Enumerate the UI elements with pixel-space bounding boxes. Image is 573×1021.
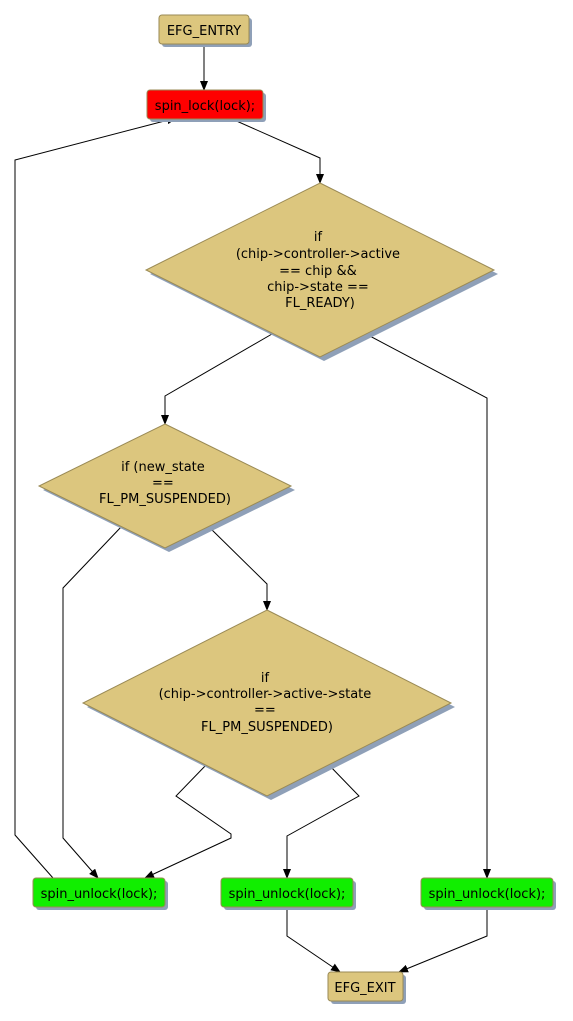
node-cond-active-state[interactable]: if (chip->controller->active->state == F… [81, 609, 455, 800]
node-cond-new-state-label: if (new_state == FL_PM_SUSPENDED) [99, 460, 231, 507]
node-entry-box [158, 14, 250, 45]
node-unlock-right-box [420, 877, 554, 908]
edge-unlock-mid-to-exit [286, 908, 341, 973]
node-cond-active-diamond [144, 182, 496, 358]
node-cond-active-label: if (chip->controller->active == chip && … [236, 230, 404, 311]
node-entry[interactable]: EFG_ENTRY [158, 14, 252, 47]
edge-cond-active-to-unlock-right [365, 333, 491, 879]
node-entry-label: EFG_ENTRY [167, 24, 241, 39]
node-exit-box [327, 971, 404, 1002]
node-lock-label: spin_lock(lock); [155, 99, 255, 114]
node-unlock-left-label: spin_unlock(lock); [41, 887, 158, 902]
edge-unlock-left-back-to-lock [14, 116, 177, 879]
node-cond-active-state-label: if (chip->controller->active->state == F… [159, 671, 376, 735]
node-unlock-left-box [32, 877, 166, 908]
edge-cond-active-to-cond-new-state [161, 333, 273, 425]
edge-cond-active-state-to-unlock-left [144, 763, 232, 879]
edge-cond-new-state-to-cond-active-state [207, 525, 271, 611]
node-unlock-right[interactable]: spin_unlock(lock); [420, 877, 556, 910]
node-cond-active-state-diamond [81, 609, 453, 797]
node-exit-label: EFG_EXIT [334, 981, 395, 996]
node-cond-new-state-diamond [37, 423, 293, 549]
node-unlock-mid-label: spin_unlock(lock); [229, 887, 346, 902]
edge-cond-new-state-to-unlock-left [62, 525, 123, 879]
node-lock[interactable]: spin_lock(lock); [146, 89, 266, 122]
node-cond-active[interactable]: if (chip->controller->active == chip && … [144, 182, 498, 361]
node-unlock-left[interactable]: spin_unlock(lock); [32, 877, 168, 910]
edge-unlock-right-to-exit [398, 908, 488, 973]
edge-cond-active-state-to-unlock-mid [283, 763, 360, 879]
node-unlock-mid-box [220, 877, 354, 908]
node-unlock-right-label: spin_unlock(lock); [429, 887, 546, 902]
edges [14, 45, 491, 973]
edge-lock-to-cond-active [231, 118, 324, 184]
node-lock-box [146, 89, 264, 120]
node-unlock-mid[interactable]: spin_unlock(lock); [220, 877, 356, 910]
node-exit[interactable]: EFG_EXIT [327, 971, 406, 1004]
node-cond-new-state[interactable]: if (new_state == FL_PM_SUSPENDED) [37, 423, 295, 552]
